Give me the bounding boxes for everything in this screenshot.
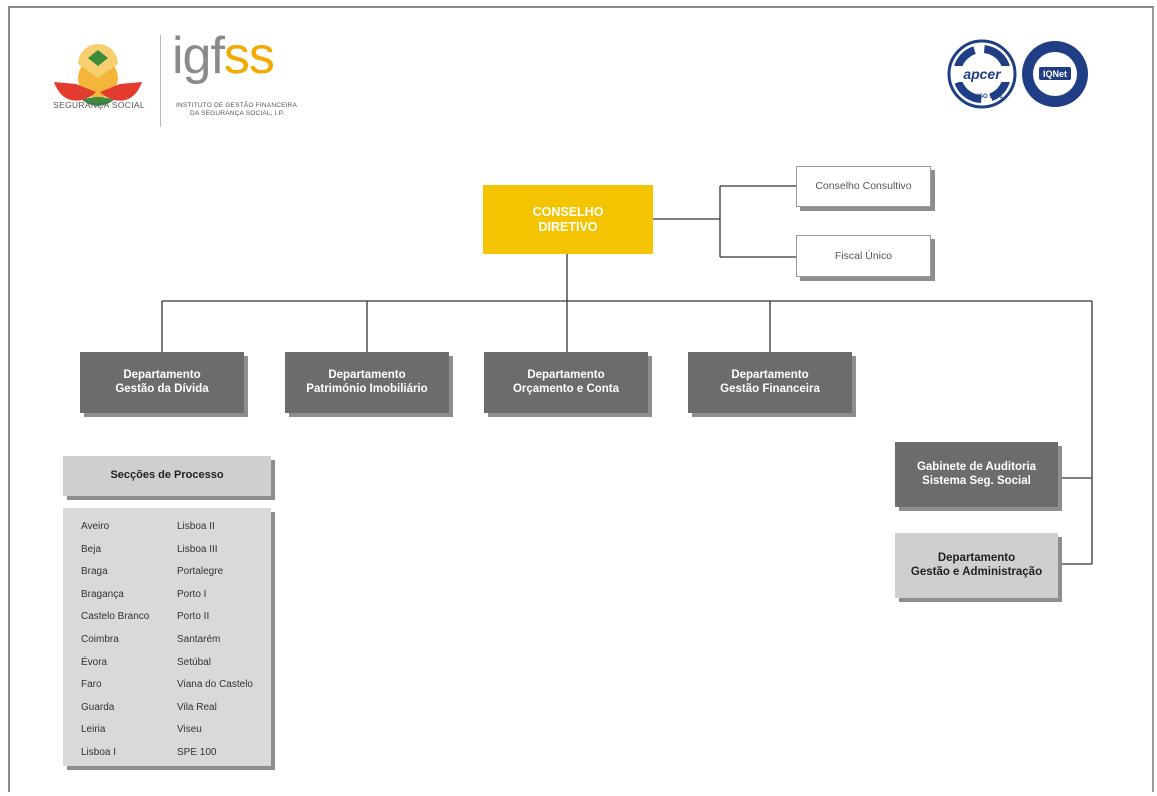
admin-department-line2: Gestão e Administração [910,565,1043,578]
iqnet-seal-label: IQNet [1043,69,1067,79]
admin-department-box: Departamento Gestão e Administração [895,533,1058,598]
igfss-wordmark-ig: igf [172,27,225,85]
list-item: Portalegre [177,566,224,578]
board-title-line2: DIRETIVO [538,219,598,234]
fiscal-unico-label: Fiscal Único [834,249,893,262]
apcer-certification-seal: apcer ISO 9001 [947,39,1017,109]
list-item: Setúbal [177,656,211,668]
igfss-subtitle-line1: INSTITUTO DE GESTÃO FINANCEIRA [176,102,298,109]
department-box-gestao-financeira: Departamento Gestão Financeira [688,352,852,413]
logo-divider [160,35,161,127]
seguranca-social-label: SEGURANÇA SOCIAL [53,100,145,110]
page-frame [8,6,1154,792]
department-line2: Gestão da Dívida [115,382,209,395]
department-line2: Gestão Financeira [720,382,820,395]
sections-list: Aveiro Lisboa II Beja Lisboa III Braga P… [63,508,271,766]
list-item: Viseu [177,724,202,736]
list-item: Lisboa I [81,746,117,758]
list-item: Braga [81,566,108,578]
fiscal-unico-box: Fiscal Único [796,235,931,277]
list-item: Bragança [81,588,124,600]
department-box-orcamento: Departamento Orçamento e Conta [484,352,648,413]
sections-header: Secções de Processo [63,456,271,496]
iqnet-certification-seal: IQNet [1022,41,1088,107]
conselho-consultivo-label: Conselho Consultivo [815,180,912,193]
list-item: Vila Real [177,701,217,713]
department-line1: Departamento [328,368,406,381]
igfss-wordmark-ss: ss [223,27,275,85]
department-line1: Departamento [527,368,605,381]
department-line2: Orçamento e Conta [512,382,620,395]
list-item: Coimbra [81,633,119,645]
list-item: Beja [81,543,102,555]
department-line1: Departamento [731,368,809,381]
list-item: Castelo Branco [81,611,150,623]
list-item: Porto I [177,588,207,600]
apcer-seal-label: apcer [963,66,1002,82]
sections-title: Secções de Processo [110,469,224,482]
list-item: Évora [81,656,108,668]
list-item: Guarda [81,701,115,713]
list-item: SPE 100 [177,746,217,758]
audit-office-line2: Sistema Seg. Social [922,474,1031,487]
apcer-seal-iso: ISO 9001 [977,94,1003,100]
list-item: Porto II [177,611,210,623]
audit-office-line1: Gabinete de Auditoria [916,460,1037,473]
department-box-patrimonio: Departamento Património Imobiliário [285,352,449,413]
audit-office-box: Gabinete de Auditoria Sistema Seg. Socia… [895,442,1058,507]
list-item: Leiria [81,724,106,736]
list-item: Faro [81,679,102,691]
connector-board-to-advisory [653,185,796,258]
igfss-subtitle-line2: DA SEGURANÇA SOCIAL, I.P. [190,110,285,118]
igfss-wordmark: igfss [172,27,275,85]
list-item: Aveiro [81,521,110,532]
list-item: Lisboa II [177,521,215,532]
admin-department-line1: Departamento [937,551,1016,564]
department-line1: Departamento [123,368,201,381]
seguranca-social-logo [54,44,142,106]
list-item: Lisboa III [177,543,218,555]
list-item: Viana do Castelo [177,679,253,691]
conselho-consultivo-box: Conselho Consultivo [796,166,931,207]
board-title-line1: CONSELHO [532,204,604,219]
igfss-subtitle: INSTITUTO DE GESTÃO FINANCEIRA DA SEGURA… [176,102,297,119]
list-item: Santarém [177,633,221,645]
board-box: CONSELHO DIRETIVO [483,185,653,254]
department-box-gestao-divida: Departamento Gestão da Dívida [80,352,244,413]
department-line2: Património Imobiliário [306,382,428,395]
